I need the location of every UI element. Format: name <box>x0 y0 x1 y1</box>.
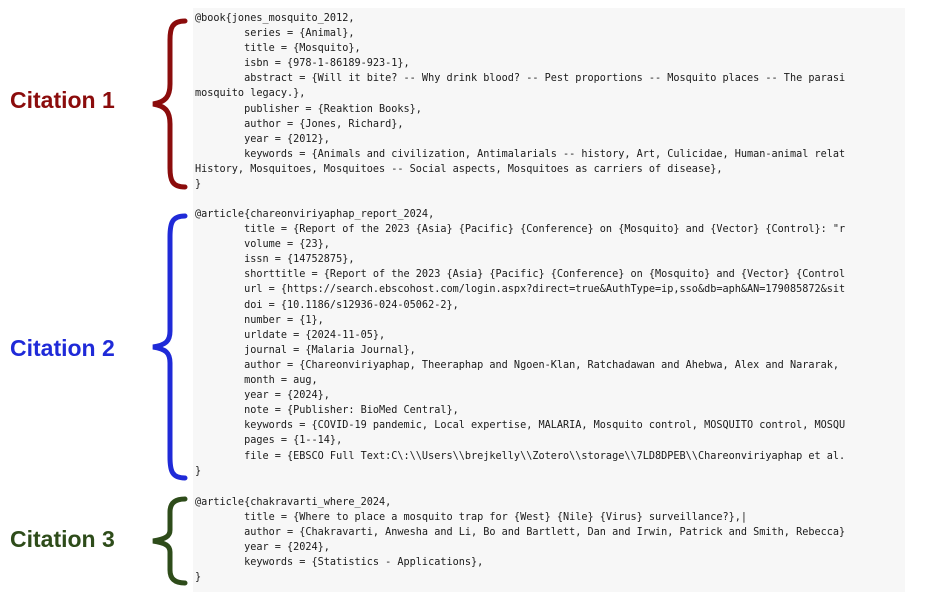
citation-1-brace <box>152 18 188 190</box>
code-line: mosquito legacy.}, <box>195 88 306 100</box>
code-line: keywords = {COVID-19 pandemic, Local exp… <box>195 420 846 432</box>
code-line: number = {1}, <box>195 314 324 326</box>
code-line: file = {EBSCO Full Text:C\:\\Users\\brej… <box>195 450 846 462</box>
code-line: isbn = {978-1-86189-923-1}, <box>195 58 410 70</box>
code-line: } <box>195 572 202 584</box>
code-line: } <box>195 179 202 191</box>
citation-2-brace <box>152 213 188 481</box>
code-line: abstract = {Will it bite? -- Why drink b… <box>195 73 846 85</box>
code-line: year = {2024}, <box>195 542 330 554</box>
code-line: year = {2024}, <box>195 390 330 402</box>
code-line: issn = {14752875}, <box>195 254 355 266</box>
citation-1-block: @book{jones_mosquito_2012, series = {Ani… <box>195 11 905 192</box>
code-line: @book{jones_mosquito_2012, <box>195 13 355 24</box>
code-line: author = {Chakravarti, Anwesha and Li, B… <box>195 527 846 539</box>
citation-3-brace <box>152 496 188 586</box>
code-line: publisher = {Reaktion Books}, <box>195 103 422 115</box>
code-line: title = {Mosquito}, <box>195 43 361 55</box>
code-line: } <box>195 465 202 477</box>
code-line: year = {2012}, <box>195 133 330 145</box>
code-line: title = {Report of the 2023 {Asia} {Paci… <box>195 224 846 236</box>
citation-2-block: @article{chareonviriyaphap_report_2024, … <box>195 207 905 479</box>
code-line: author = {Jones, Richard}, <box>195 118 404 130</box>
citation-3-label: Citation 3 <box>10 526 115 552</box>
code-line: keywords = {Statistics - Applications}, <box>195 557 484 569</box>
code-line: shorttitle = {Report of the 2023 {Asia} … <box>195 269 846 281</box>
code-line: month = aug, <box>195 375 318 387</box>
code-line: @article{chakravarti_where_2024, <box>195 497 392 508</box>
citation-1-label: Citation 1 <box>10 87 115 113</box>
code-line: title = {Where to place a mosquito trap … <box>195 512 748 524</box>
code-line: pages = {1--14}, <box>195 435 343 447</box>
code-line: url = {https://search.ebscohost.com/logi… <box>195 284 846 296</box>
code-line: keywords = {Animals and civilization, An… <box>195 148 846 160</box>
bibtex-code-panel[interactable]: @book{jones_mosquito_2012, series = {Ani… <box>193 8 905 592</box>
code-line: note = {Publisher: BioMed Central}, <box>195 405 459 417</box>
code-line: urldate = {2024-11-05}, <box>195 329 386 341</box>
citation-2-label: Citation 2 <box>10 335 115 361</box>
code-line: volume = {23}, <box>195 239 330 251</box>
code-line: History, Mosquitoes, Mosquitoes -- Socia… <box>195 163 723 175</box>
code-line: journal = {Malaria Journal}, <box>195 344 416 356</box>
code-line: doi = {10.1186/s12936-024-05062-2}, <box>195 299 459 311</box>
code-line: series = {Animal}, <box>195 28 355 40</box>
code-line: author = {Chareonviriyaphap, Theeraphap … <box>195 359 840 371</box>
citation-3-block: @article{chakravarti_where_2024, title =… <box>195 495 905 586</box>
code-line: @article{chareonviriyaphap_report_2024, <box>195 209 435 220</box>
